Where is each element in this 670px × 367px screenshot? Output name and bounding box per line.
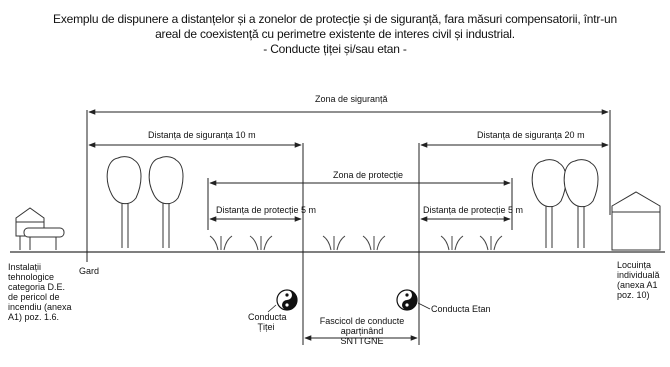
title-line-2: areal de coexistență cu perimetre existe… — [155, 27, 515, 41]
tree-left-1 — [106, 156, 142, 248]
tree-right-2 — [563, 159, 599, 248]
locuinta-label: Locuința individuală (anexa A1 poz. 10) — [617, 260, 660, 300]
title-line-3: - Conducte țiței și/sau etan - — [263, 42, 407, 56]
title-line-1: Exemplu de dispunere a distanțelor și a … — [53, 12, 617, 26]
dist-protectie-left-label: Distanța de protecție 5 m — [216, 205, 317, 215]
zona-siguranta-label: Zona de siguranță — [315, 94, 388, 104]
dist-siguranta-right-label: Distanța de siguranța 20 m — [477, 130, 585, 140]
conducta-etan-label: Conducta Etan — [431, 304, 491, 314]
conducta-etan-pipe — [396, 289, 431, 311]
zona-protectie-label: Zona de protecție — [333, 170, 404, 180]
dist-siguranta-right-dimension — [418, 142, 609, 345]
dist-protectie-right-label: Distanța de protecție 5 m — [423, 205, 524, 215]
zona-protectie-dimension — [207, 178, 513, 230]
fascicol-label: Fascicol de conducte aparținând SNTTGNE — [319, 316, 405, 346]
conducta-titei-label: Conducta Țiței — [248, 312, 287, 332]
instalatii-label: Instalații tehnologice categoria D.E. de… — [8, 262, 72, 322]
tree-right-1 — [531, 159, 567, 248]
conducta-titei-pipe — [267, 289, 298, 313]
dist-siguranta-left-dimension — [88, 142, 304, 345]
installation-icon — [15, 207, 65, 250]
house-icon — [611, 191, 661, 251]
gard-label: Gard — [79, 266, 100, 276]
grass-tufts — [209, 235, 503, 251]
tree-left-2 — [148, 156, 184, 248]
dist-siguranta-left-label: Distanța de siguranța 10 m — [148, 130, 256, 140]
zona-siguranta-dimension — [86, 109, 611, 260]
